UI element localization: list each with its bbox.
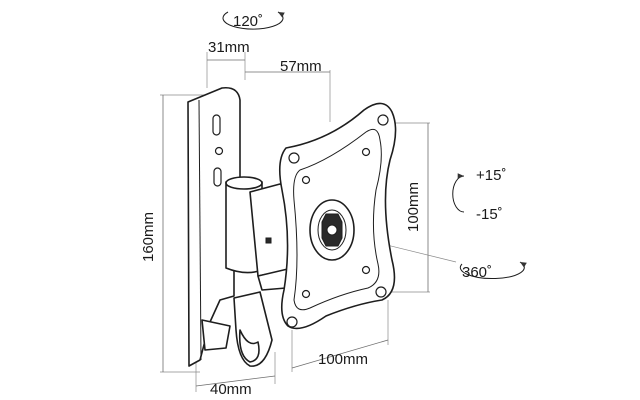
dim-57mm: 57mm [245,58,331,122]
dim-160mm: 160mm [140,94,205,373]
dim-40mm-label: 40mm [210,381,252,398]
dim-100mm-horizontal: 100mm [291,300,389,372]
wall-plate [187,86,241,367]
dim-100mm-horizontal-label: 100mm [318,351,368,368]
dim-160mm-label: 160mm [140,212,157,262]
vesa-plate [278,102,397,330]
hinge-arm [225,176,293,367]
dim-31mm-label: 31mm [208,39,250,56]
swivel-120-indicator: 120˚ [222,11,285,30]
tilt-up-label: +15˚ [476,167,506,184]
dim-31mm: 31mm [206,39,250,88]
dim-57mm-label: 57mm [280,58,322,75]
swivel-120-label: 120˚ [233,13,263,30]
rotate-360-label: 360˚ [462,264,492,281]
dim-100mm-vertical: 100mm [388,122,430,293]
rotate-360-indicator: 360˚ [459,261,527,281]
tilt-down-label: -15˚ [476,206,503,223]
dim-100mm-vertical-label: 100mm [405,182,422,232]
tilt-indicator: +15˚ -15˚ [452,167,506,223]
